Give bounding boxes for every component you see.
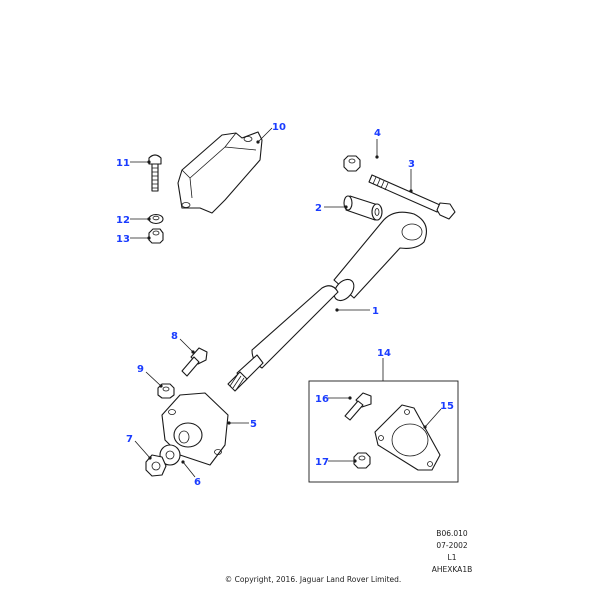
part-2-bush[interactable] bbox=[343, 195, 383, 221]
callout-16: 16 bbox=[315, 394, 329, 405]
callout-7: 7 bbox=[126, 434, 133, 445]
diagram-ref: B06.010 bbox=[436, 529, 468, 538]
callout-5: 5 bbox=[250, 419, 257, 430]
part-13-nut[interactable] bbox=[148, 228, 164, 244]
callout-4: 4 bbox=[374, 128, 381, 139]
diagram-level: L1 bbox=[447, 553, 457, 562]
callout-14: 14 bbox=[377, 348, 391, 359]
callout-8: 8 bbox=[171, 331, 178, 342]
callout-15: 15 bbox=[440, 401, 454, 412]
part-16-bolt[interactable] bbox=[344, 392, 372, 421]
callout-2: 2 bbox=[315, 203, 322, 214]
callout-9: 9 bbox=[137, 364, 144, 375]
diagram-date: 07-2002 bbox=[436, 541, 468, 550]
part-15-gasket[interactable] bbox=[374, 404, 441, 471]
copyright: © Copyright, 2016. Jaguar Land Rover Lim… bbox=[224, 575, 402, 584]
callout-6: 6 bbox=[194, 477, 201, 488]
part-10-bracket[interactable] bbox=[177, 131, 263, 214]
callout-3: 3 bbox=[408, 159, 415, 170]
callout-10: 10 bbox=[272, 122, 286, 133]
part-6-washer[interactable] bbox=[159, 444, 181, 466]
callout-13: 13 bbox=[116, 234, 130, 245]
diagram-code: AHEXKA1B bbox=[431, 565, 473, 574]
part-5-mount[interactable] bbox=[161, 392, 229, 466]
part-12-washer[interactable] bbox=[148, 213, 164, 225]
callout-12: 12 bbox=[116, 215, 130, 226]
callout-17: 17 bbox=[315, 457, 329, 468]
part-1-radius-arm[interactable] bbox=[227, 211, 427, 392]
part-17-nut[interactable] bbox=[353, 452, 371, 469]
callout-1: 1 bbox=[372, 306, 379, 317]
part-4-nut[interactable] bbox=[343, 155, 361, 172]
callout-11: 11 bbox=[116, 158, 130, 169]
part-3-bolt[interactable] bbox=[368, 174, 456, 220]
part-9-nut[interactable] bbox=[157, 383, 175, 399]
part-7-nut[interactable] bbox=[145, 454, 167, 477]
part-8-bolt[interactable] bbox=[181, 347, 208, 377]
kit-14-box bbox=[308, 380, 459, 483]
part-11-bolt[interactable] bbox=[148, 154, 162, 192]
leader-lines bbox=[130, 127, 442, 478]
